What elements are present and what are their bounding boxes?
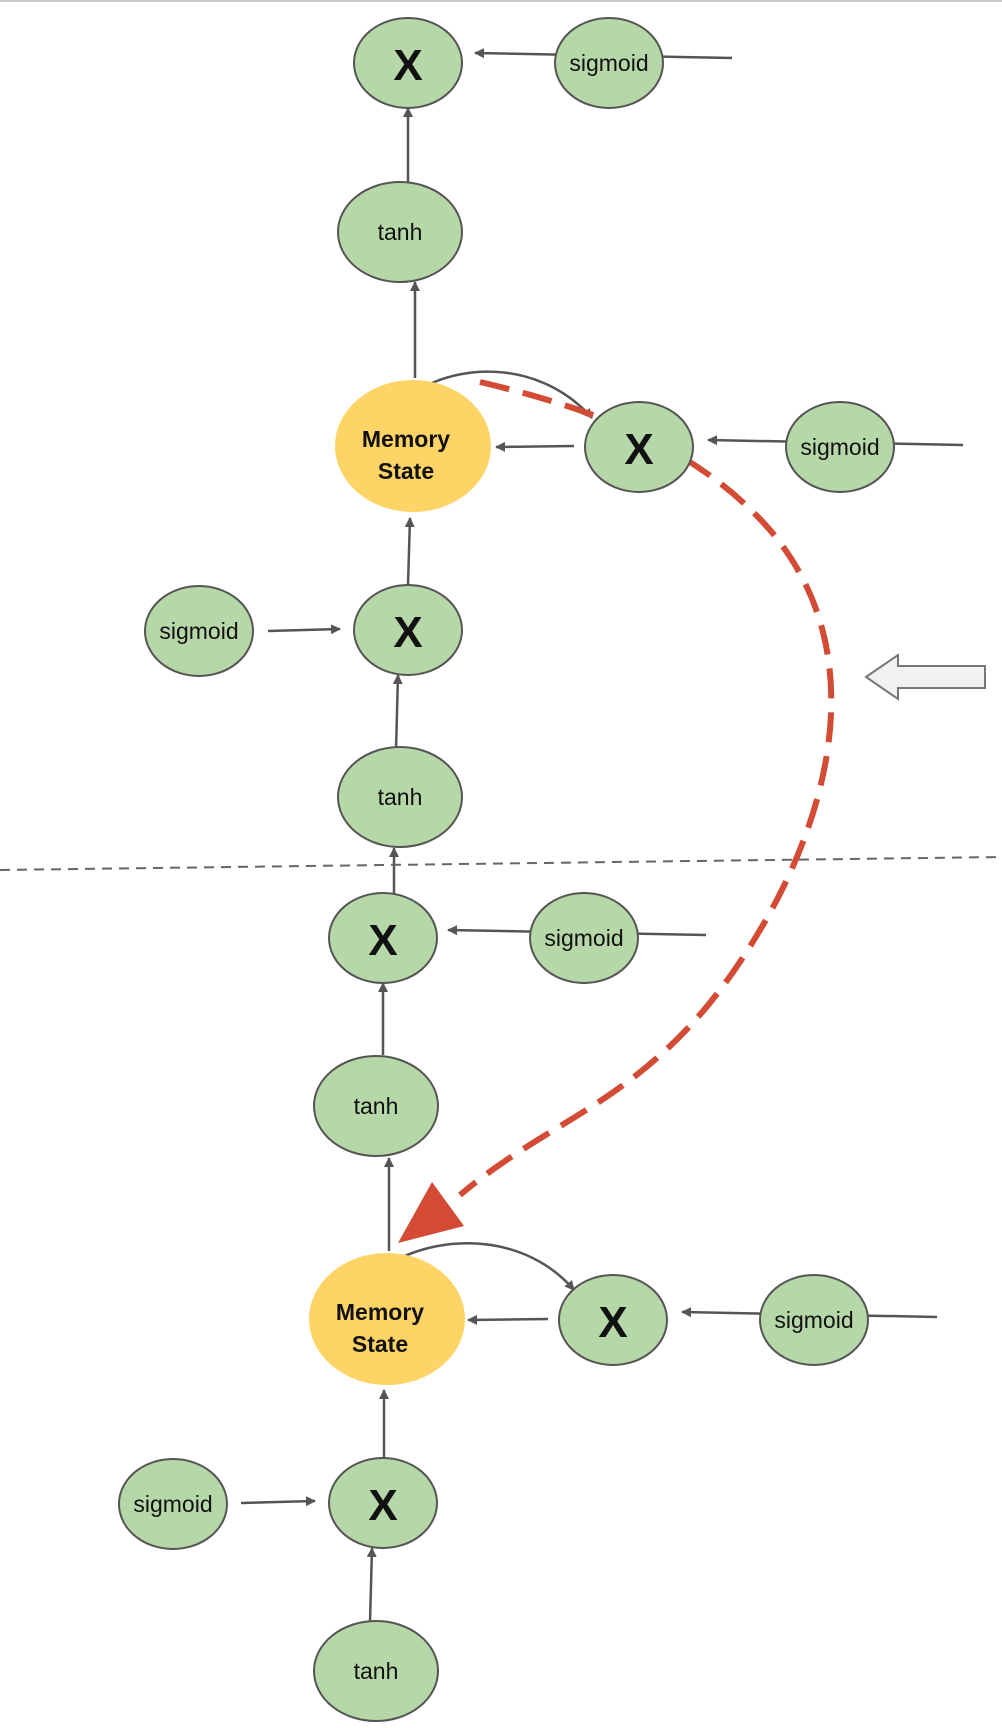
sigmoid-label: sigmoid	[544, 925, 623, 951]
sigmoid-node-lower: sigmoid	[529, 892, 639, 984]
memory-label-line2: State	[378, 458, 434, 484]
edge-input-sigmoid-to-multiply	[267, 624, 341, 635]
forget-multiply-node-lower: X	[558, 1274, 668, 1366]
memory-label-line1: Memory	[362, 426, 450, 452]
tanh-label: tanh	[354, 1658, 399, 1684]
sigmoid-label: sigmoid	[133, 1491, 212, 1517]
forget-sigmoid-node-lower: sigmoid	[759, 1274, 869, 1366]
input-sigmoid-node: sigmoid	[144, 585, 254, 677]
sigmoid-node: sigmoid	[554, 17, 664, 109]
sigmoid-label: sigmoid	[159, 618, 238, 644]
tanh-node: tanh	[337, 181, 463, 283]
tanh-label: tanh	[378, 219, 423, 245]
edge-input-sigmoid-to-multiply-lower	[240, 1496, 316, 1507]
sigmoid-label: sigmoid	[774, 1307, 853, 1333]
tanh-node-lower: tanh	[313, 1055, 439, 1157]
multiply-symbol: X	[393, 41, 422, 90]
input-tanh-node: tanh	[337, 746, 463, 848]
input-multiply-node: X	[353, 584, 463, 676]
forget-sigmoid-node: sigmoid	[785, 401, 895, 493]
multiply-symbol: X	[598, 1298, 627, 1347]
memory-state-node: Memory State	[335, 380, 491, 512]
side-pointer-arrow	[864, 653, 986, 701]
edge-tanh-to-input-multiply-lower	[366, 1547, 377, 1623]
multiply-symbol: X	[393, 608, 422, 657]
input-multiply-node-lower: X	[328, 1457, 438, 1549]
edge-memory-to-forget-multiply-lower	[390, 1242, 575, 1291]
edge-memory-to-forget-multiply	[417, 370, 593, 419]
gradient-flow-dashed-arrow	[458, 379, 835, 1198]
input-sigmoid-node-lower: sigmoid	[118, 1458, 228, 1550]
sigmoid-label: sigmoid	[800, 434, 879, 460]
multiply-node-lower: X	[328, 892, 438, 984]
memory-state-node-lower: Memory State	[309, 1253, 465, 1385]
forget-multiply-node: X	[584, 401, 694, 493]
multiply-symbol: X	[624, 425, 653, 474]
timestep-divider	[0, 856, 1002, 871]
edge-forget-multiply-to-memory-lower	[467, 1314, 549, 1325]
multiply-node: X	[353, 17, 463, 109]
memory-label-line1: Memory	[336, 1299, 424, 1325]
multiply-symbol: X	[368, 916, 397, 965]
tanh-label: tanh	[354, 1093, 399, 1119]
tanh-label: tanh	[378, 784, 423, 810]
edge-input-multiply-to-memory	[404, 517, 415, 586]
sigmoid-label: sigmoid	[569, 50, 648, 76]
edge-tanh-to-input-multiply	[392, 674, 403, 751]
edge-forget-multiply-to-memory	[495, 441, 575, 452]
gradient-flow-arrowhead	[398, 1182, 464, 1243]
memory-label-line2: State	[352, 1331, 408, 1357]
multiply-symbol: X	[368, 1481, 397, 1530]
input-tanh-node-lower: tanh	[313, 1620, 439, 1722]
